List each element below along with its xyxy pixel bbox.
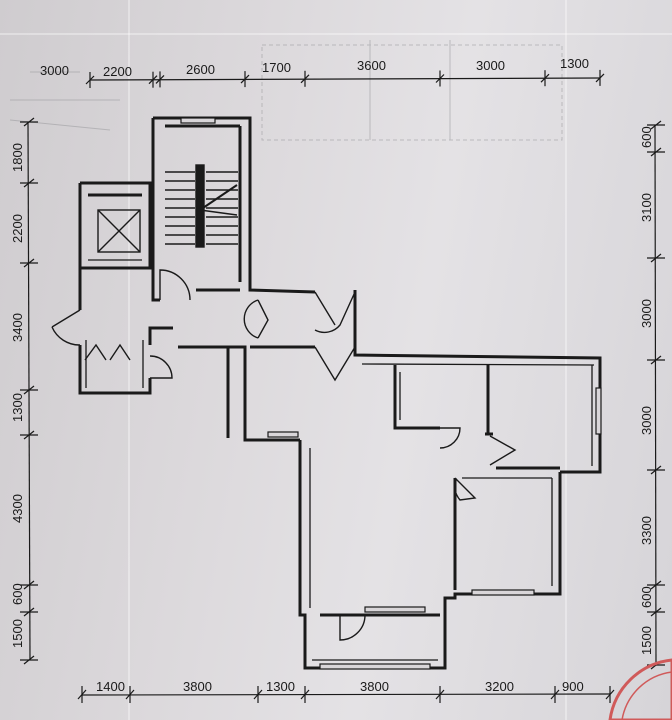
dim-label: 600 [10,583,25,605]
left-dimensions: 1800 2200 3400 1300 4300 600 1500 [10,143,25,648]
dim-label: 4300 [10,494,25,523]
dim-label: 1700 [262,60,291,75]
stamp [608,658,672,720]
dimension-ticks [20,69,665,703]
windows [180,117,602,670]
stairs-icon [165,164,238,248]
dim-label: 1400 [96,679,125,694]
dim-label: 600 [639,586,654,608]
paper-fold-vertical-right [565,0,567,720]
dim-label: 1500 [639,626,654,655]
dim-label: 2600 [186,62,215,77]
doors [51,269,517,641]
dim-label: 1500 [10,619,25,648]
dim-label: 900 [562,679,584,694]
dim-label: 3800 [183,679,212,694]
dim-label: 2200 [10,214,25,243]
paper-fold-vertical [128,0,130,720]
dim-label: 3100 [639,193,654,222]
dim-label: 3000 [639,299,654,328]
dim-label: 3400 [10,313,25,342]
dim-label: 1300 [10,393,25,422]
dim-label: 1300 [560,56,589,71]
right-dimensions: 600 3100 3000 3000 3300 600 1500 [639,126,654,655]
dim-label: 3000 [639,406,654,435]
dim-label: 3000 [476,58,505,73]
faded-label: 3000 [40,63,69,78]
dim-label: 600 [639,126,654,148]
dim-label: 1300 [266,679,295,694]
dim-label: 3600 [357,58,386,73]
faded-background-lines [9,40,563,141]
inner-wall-lines [85,259,595,661]
walls [78,116,602,670]
dim-label: 3300 [639,516,654,545]
paper-fold-horizontal [0,33,672,35]
top-dimensions: 2200 2600 1700 3600 3000 1300 [103,56,589,79]
dimension-lines [27,77,657,696]
elevator-icon [97,209,141,253]
dim-label: 2200 [103,64,132,79]
dim-label: 3800 [360,679,389,694]
bottom-dimensions: 1400 3800 1300 3800 3200 900 [96,679,584,694]
dim-label: 3200 [485,679,514,694]
dim-label: 1800 [10,143,25,172]
